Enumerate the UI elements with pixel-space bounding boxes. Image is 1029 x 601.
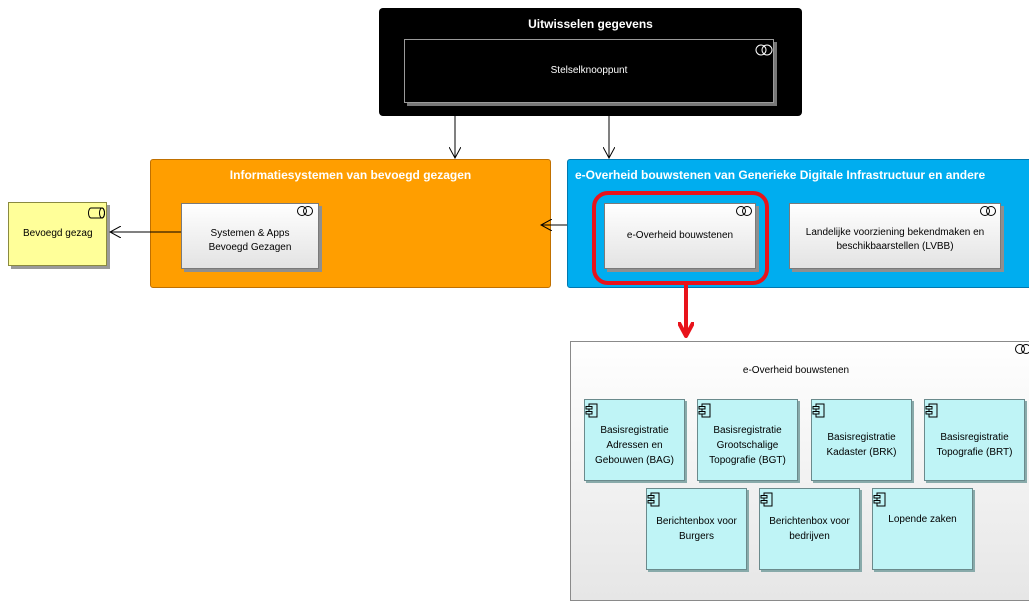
overlay-layer [0, 0, 1029, 587]
service-icon [737, 207, 752, 216]
service-icon [298, 207, 313, 216]
service-icon [981, 207, 996, 216]
service-icon [1016, 345, 1029, 354]
